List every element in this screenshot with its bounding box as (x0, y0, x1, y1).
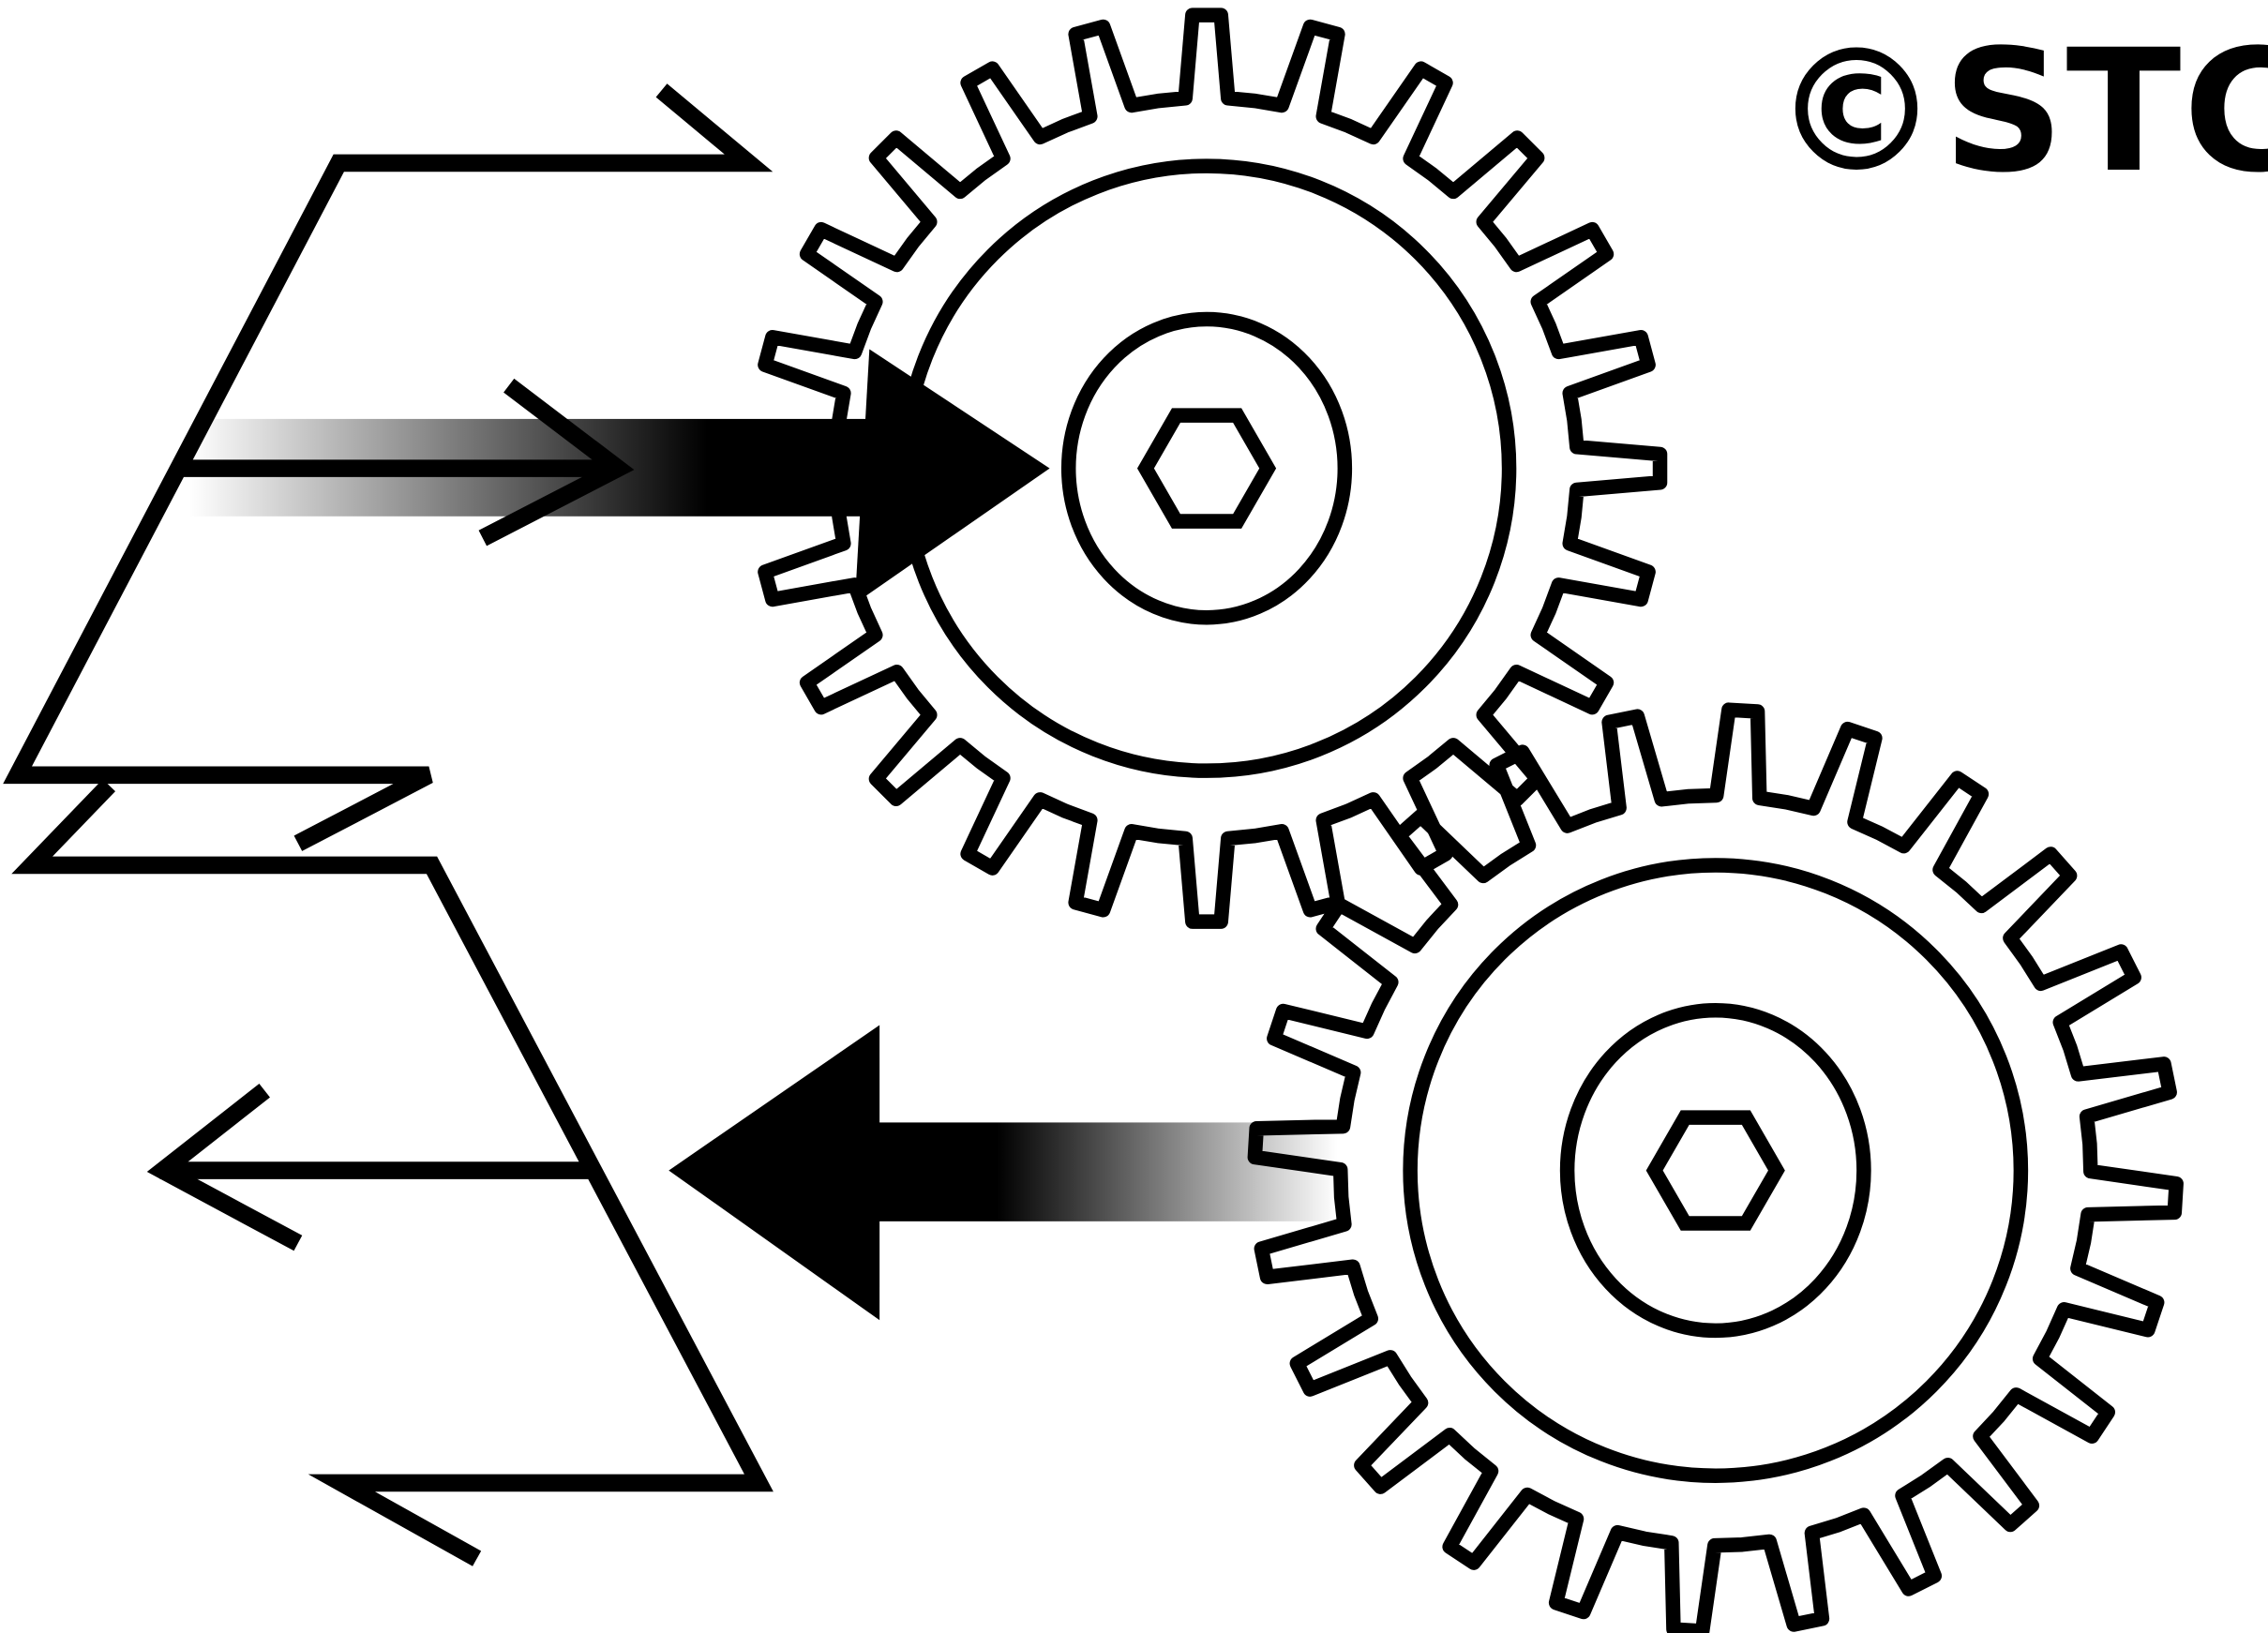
gear-teeth-outline (1247, 702, 2184, 1633)
gear-teeth-outline (745, 7, 1668, 929)
bolt-upper-segment (3, 83, 774, 851)
lower-gear-icon (1247, 702, 2184, 1633)
gear-hub-ring (1060, 311, 1353, 625)
gear-body-ring (1403, 858, 2029, 1483)
hexagon-axle-hole (1136, 408, 1277, 529)
output-arrow-left (146, 1025, 1338, 1321)
zigzag-bolt-outline (3, 83, 774, 1566)
copyright-logo: ©STC (1772, 14, 2268, 210)
hexagon-axle-hole (1645, 1110, 1785, 1231)
gear-body-ring (896, 158, 1517, 778)
gear-hub-ring (1559, 1003, 1871, 1339)
upper-gear-icon (745, 7, 1668, 929)
bolt-lower-segment (11, 779, 774, 1566)
